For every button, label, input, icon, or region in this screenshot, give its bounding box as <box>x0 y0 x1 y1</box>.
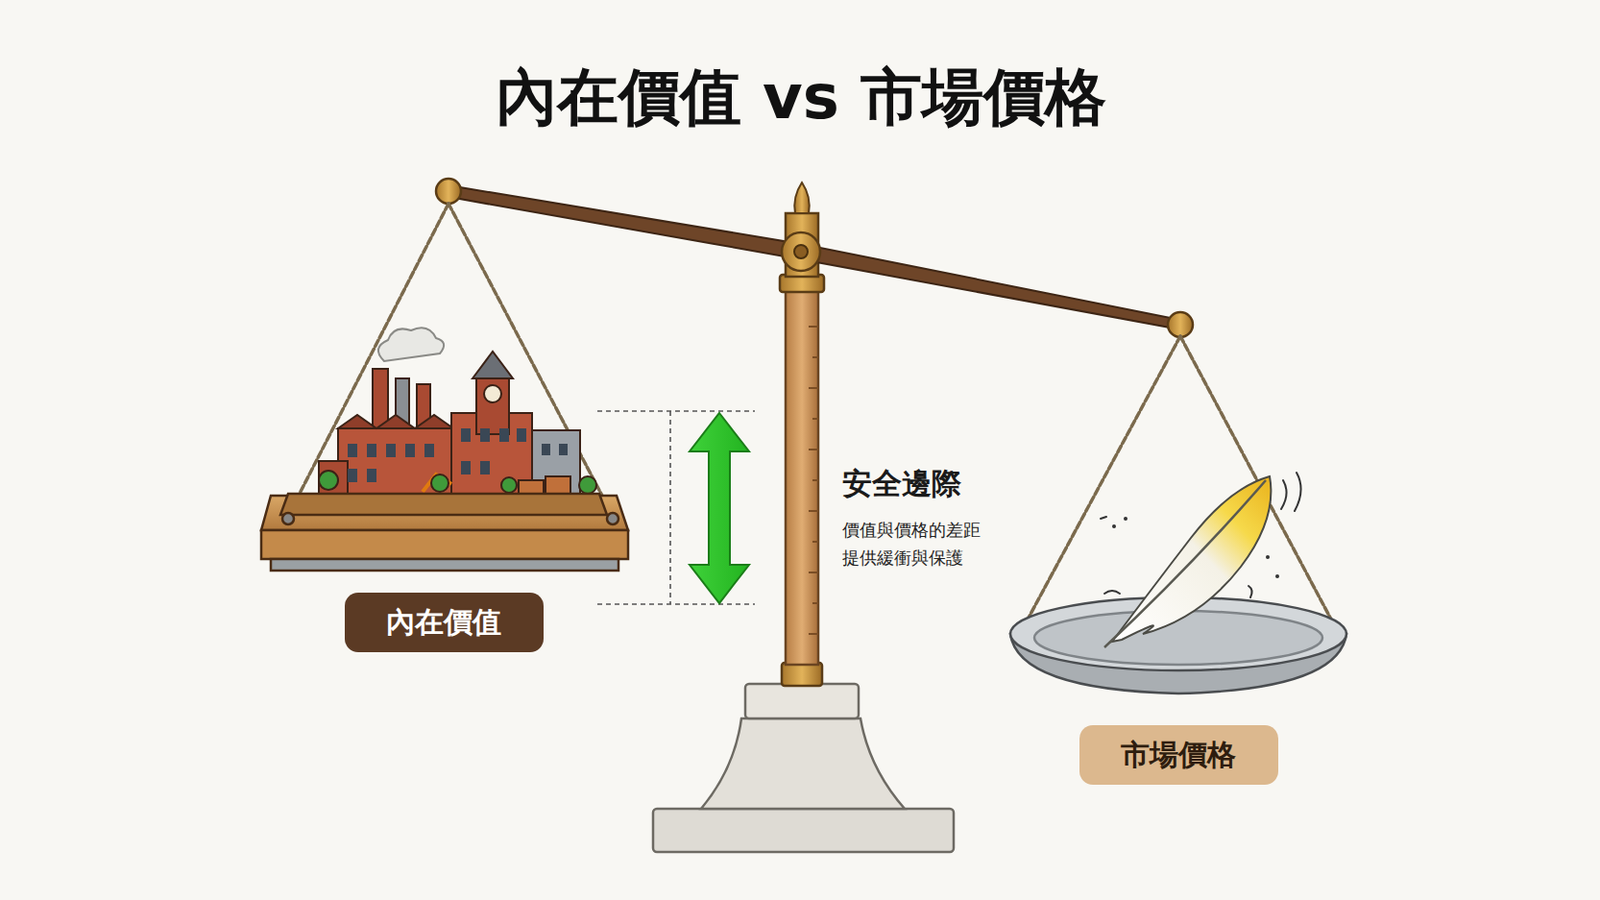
svg-rect <box>366 468 377 483</box>
svg-line <box>808 509 819 512</box>
svg-rect <box>476 376 510 435</box>
svg-circle <box>318 470 339 490</box>
svg-rect <box>653 808 954 852</box>
svg-circle <box>1265 555 1270 559</box>
svg-circle <box>282 512 294 525</box>
svg-line <box>597 410 755 413</box>
scale-beam <box>436 178 1193 338</box>
pill-text: 市場價格 <box>1120 735 1237 776</box>
svg-path <box>701 718 905 809</box>
svg-line <box>812 540 819 543</box>
svg-line <box>808 571 819 574</box>
margin-note: 價值與價格的差距 提供緩衝與保護 <box>842 516 992 573</box>
svg-circle <box>501 477 517 493</box>
svg-rect <box>338 428 454 494</box>
svg-rect <box>785 286 819 665</box>
svg-line <box>808 387 819 389</box>
pill-text: 內在價值 <box>386 603 502 643</box>
svg-rect <box>424 443 435 458</box>
svg-circle <box>436 178 461 204</box>
svg-path <box>794 182 809 214</box>
scale-base <box>653 683 954 852</box>
margin-heading: 安全邊際 <box>842 463 962 505</box>
svg-g <box>1112 516 1280 579</box>
margin-indicator <box>597 411 755 605</box>
svg-rect <box>499 428 510 442</box>
svg-circle <box>606 512 619 525</box>
svg-rect <box>405 443 415 458</box>
svg-rect <box>347 443 358 458</box>
svg-line <box>669 411 672 605</box>
svg-path <box>448 185 1181 330</box>
svg-path <box>280 493 607 515</box>
svg-path <box>1294 472 1302 511</box>
svg-line <box>597 603 755 606</box>
svg-path <box>338 414 454 429</box>
svg-circle <box>579 476 597 494</box>
svg-path <box>1248 585 1253 598</box>
svg-g <box>347 428 568 483</box>
diagram-title: 內在價值 vs 市場價格 <box>495 55 1107 140</box>
svg-circle <box>781 232 821 271</box>
value-pill: 內在價值 <box>344 592 544 653</box>
svg-rect <box>270 558 619 571</box>
svg-g <box>318 470 597 494</box>
svg-path <box>472 351 513 379</box>
svg-rect <box>745 683 859 719</box>
svg-rect <box>541 443 551 456</box>
svg-path <box>1104 590 1120 594</box>
factory-illustration <box>318 327 597 496</box>
wooden-tray <box>261 493 629 571</box>
svg-rect <box>366 443 377 458</box>
svg-circle <box>794 244 808 259</box>
svg-path <box>378 327 444 362</box>
svg-rect <box>781 662 823 686</box>
svg-rect <box>480 460 490 475</box>
svg-line <box>812 479 819 482</box>
svg-rect <box>558 443 568 456</box>
svg-line <box>808 448 819 451</box>
svg-path <box>1281 480 1287 510</box>
svg-line <box>812 417 819 420</box>
svg-g <box>808 326 819 634</box>
svg-rect <box>480 428 490 442</box>
svg-path <box>1100 516 1107 519</box>
svg-rect <box>347 468 358 483</box>
svg-path <box>422 474 452 492</box>
svg-rect <box>318 460 348 494</box>
svg-rect <box>460 460 471 475</box>
svg-circle <box>484 385 502 403</box>
svg-g <box>597 411 755 605</box>
svg-rect <box>261 530 629 559</box>
scale-post <box>779 182 825 686</box>
svg-circle <box>431 474 449 492</box>
svg-path <box>689 412 750 604</box>
svg-path <box>1104 480 1266 648</box>
svg-line <box>808 325 819 328</box>
svg-circle <box>1167 312 1193 338</box>
svg-line <box>448 203 613 516</box>
svg-line <box>812 602 819 605</box>
svg-line <box>808 632 819 635</box>
svg-circle <box>1275 574 1280 579</box>
svg-rect <box>516 428 527 442</box>
svg-circle <box>1123 516 1128 521</box>
svg-line <box>812 356 819 359</box>
svg-circle <box>1112 524 1116 529</box>
feather-illustration <box>1100 472 1302 648</box>
svg-rect <box>386 443 396 458</box>
svg-g <box>1100 472 1302 598</box>
price-pill: 市場價格 <box>1079 725 1279 785</box>
svg-rect <box>460 428 471 442</box>
